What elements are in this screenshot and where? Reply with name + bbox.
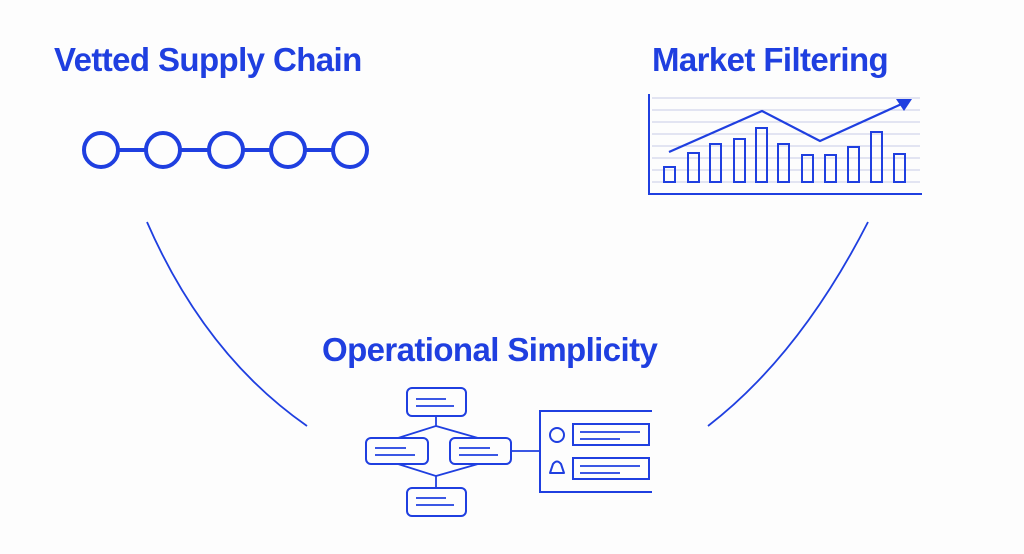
chain-link xyxy=(82,131,120,169)
chart-axes xyxy=(648,94,922,195)
profile-dot-icon xyxy=(549,427,565,443)
supply-chain-title: Vetted Supply Chain xyxy=(54,41,362,78)
connector-arc-left xyxy=(146,221,308,427)
chain-link xyxy=(144,131,182,169)
operational-simplicity-title: Operational Simplicity xyxy=(322,331,658,368)
chart-bar xyxy=(824,154,837,183)
detail-panel xyxy=(539,410,652,493)
connector-arc-right xyxy=(707,221,869,427)
flowchart-connectors xyxy=(397,416,540,488)
bell-icon xyxy=(549,460,565,474)
flow-node xyxy=(365,437,429,465)
chain-link xyxy=(331,131,369,169)
bar-chart-trend-icon xyxy=(648,94,922,195)
workflow-flowchart-icon xyxy=(365,387,652,517)
chart-bar xyxy=(801,154,814,183)
chart-bar xyxy=(847,146,860,183)
chart-bar xyxy=(687,152,700,183)
chart-bar xyxy=(777,143,790,183)
flow-node xyxy=(406,387,467,417)
chart-bar xyxy=(755,127,768,183)
market-filtering-title: Market Filtering xyxy=(652,41,889,78)
chart-gridlines xyxy=(652,97,920,183)
chart-bars xyxy=(663,127,906,183)
chart-bar xyxy=(733,138,746,183)
chart-bar xyxy=(709,143,722,183)
chart-bar xyxy=(870,131,883,183)
chain-link xyxy=(269,131,307,169)
flow-node xyxy=(406,487,467,517)
chart-bar xyxy=(663,166,676,183)
chart-bar xyxy=(893,153,906,183)
flow-node xyxy=(449,437,512,465)
trend-arrowhead-icon xyxy=(896,99,912,111)
chain-links-icon xyxy=(82,131,369,169)
chain-link xyxy=(207,131,245,169)
trend-line xyxy=(668,100,907,154)
